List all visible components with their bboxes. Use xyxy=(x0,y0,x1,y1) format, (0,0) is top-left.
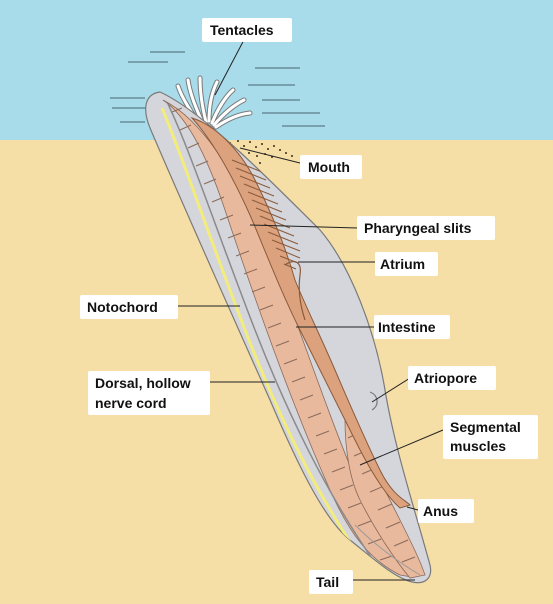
pharynx-intestine xyxy=(190,116,411,509)
atriopore xyxy=(369,391,378,411)
label-atriopore: Atriopore xyxy=(414,370,477,386)
label-box-intestine xyxy=(374,315,450,339)
label-mouth: Mouth xyxy=(308,159,350,175)
label-box-atriopore xyxy=(408,366,496,390)
label-notochord: Notochord xyxy=(87,299,158,315)
label-pharyngeal-slits: Pharyngeal slits xyxy=(364,220,472,236)
label-segmental-line2: muscles xyxy=(450,438,506,454)
notochord xyxy=(167,103,381,571)
water-ripples xyxy=(110,51,325,127)
label-boxes xyxy=(80,18,538,594)
label-box-dorsal-nerve-cord xyxy=(88,371,210,415)
label-box-anus xyxy=(418,499,474,523)
leader-lines xyxy=(178,35,444,581)
label-segmental-line1: Segmental xyxy=(450,419,521,435)
label-tentacles: Tentacles xyxy=(210,22,274,38)
label-atrium: Atrium xyxy=(380,256,425,272)
label-dorsal-line2: nerve cord xyxy=(95,395,167,411)
label-box-pharyngeal-slits xyxy=(357,216,495,240)
label-box-tail xyxy=(309,570,353,594)
label-tail: Tail xyxy=(316,574,339,590)
label-box-segmental-muscles xyxy=(443,415,538,459)
tail-fin xyxy=(354,524,421,576)
atrium-wall xyxy=(284,261,306,321)
label-box-mouth xyxy=(300,155,362,179)
label-box-tentacles xyxy=(202,18,292,42)
label-anus: Anus xyxy=(423,503,458,519)
label-intestine: Intestine xyxy=(378,319,436,335)
label-box-atrium xyxy=(375,252,438,276)
nerve-cord xyxy=(160,107,374,575)
label-dorsal-line1: Dorsal, hollow xyxy=(95,375,191,391)
label-box-notochord xyxy=(80,295,178,319)
muscle-stripes xyxy=(171,107,393,561)
